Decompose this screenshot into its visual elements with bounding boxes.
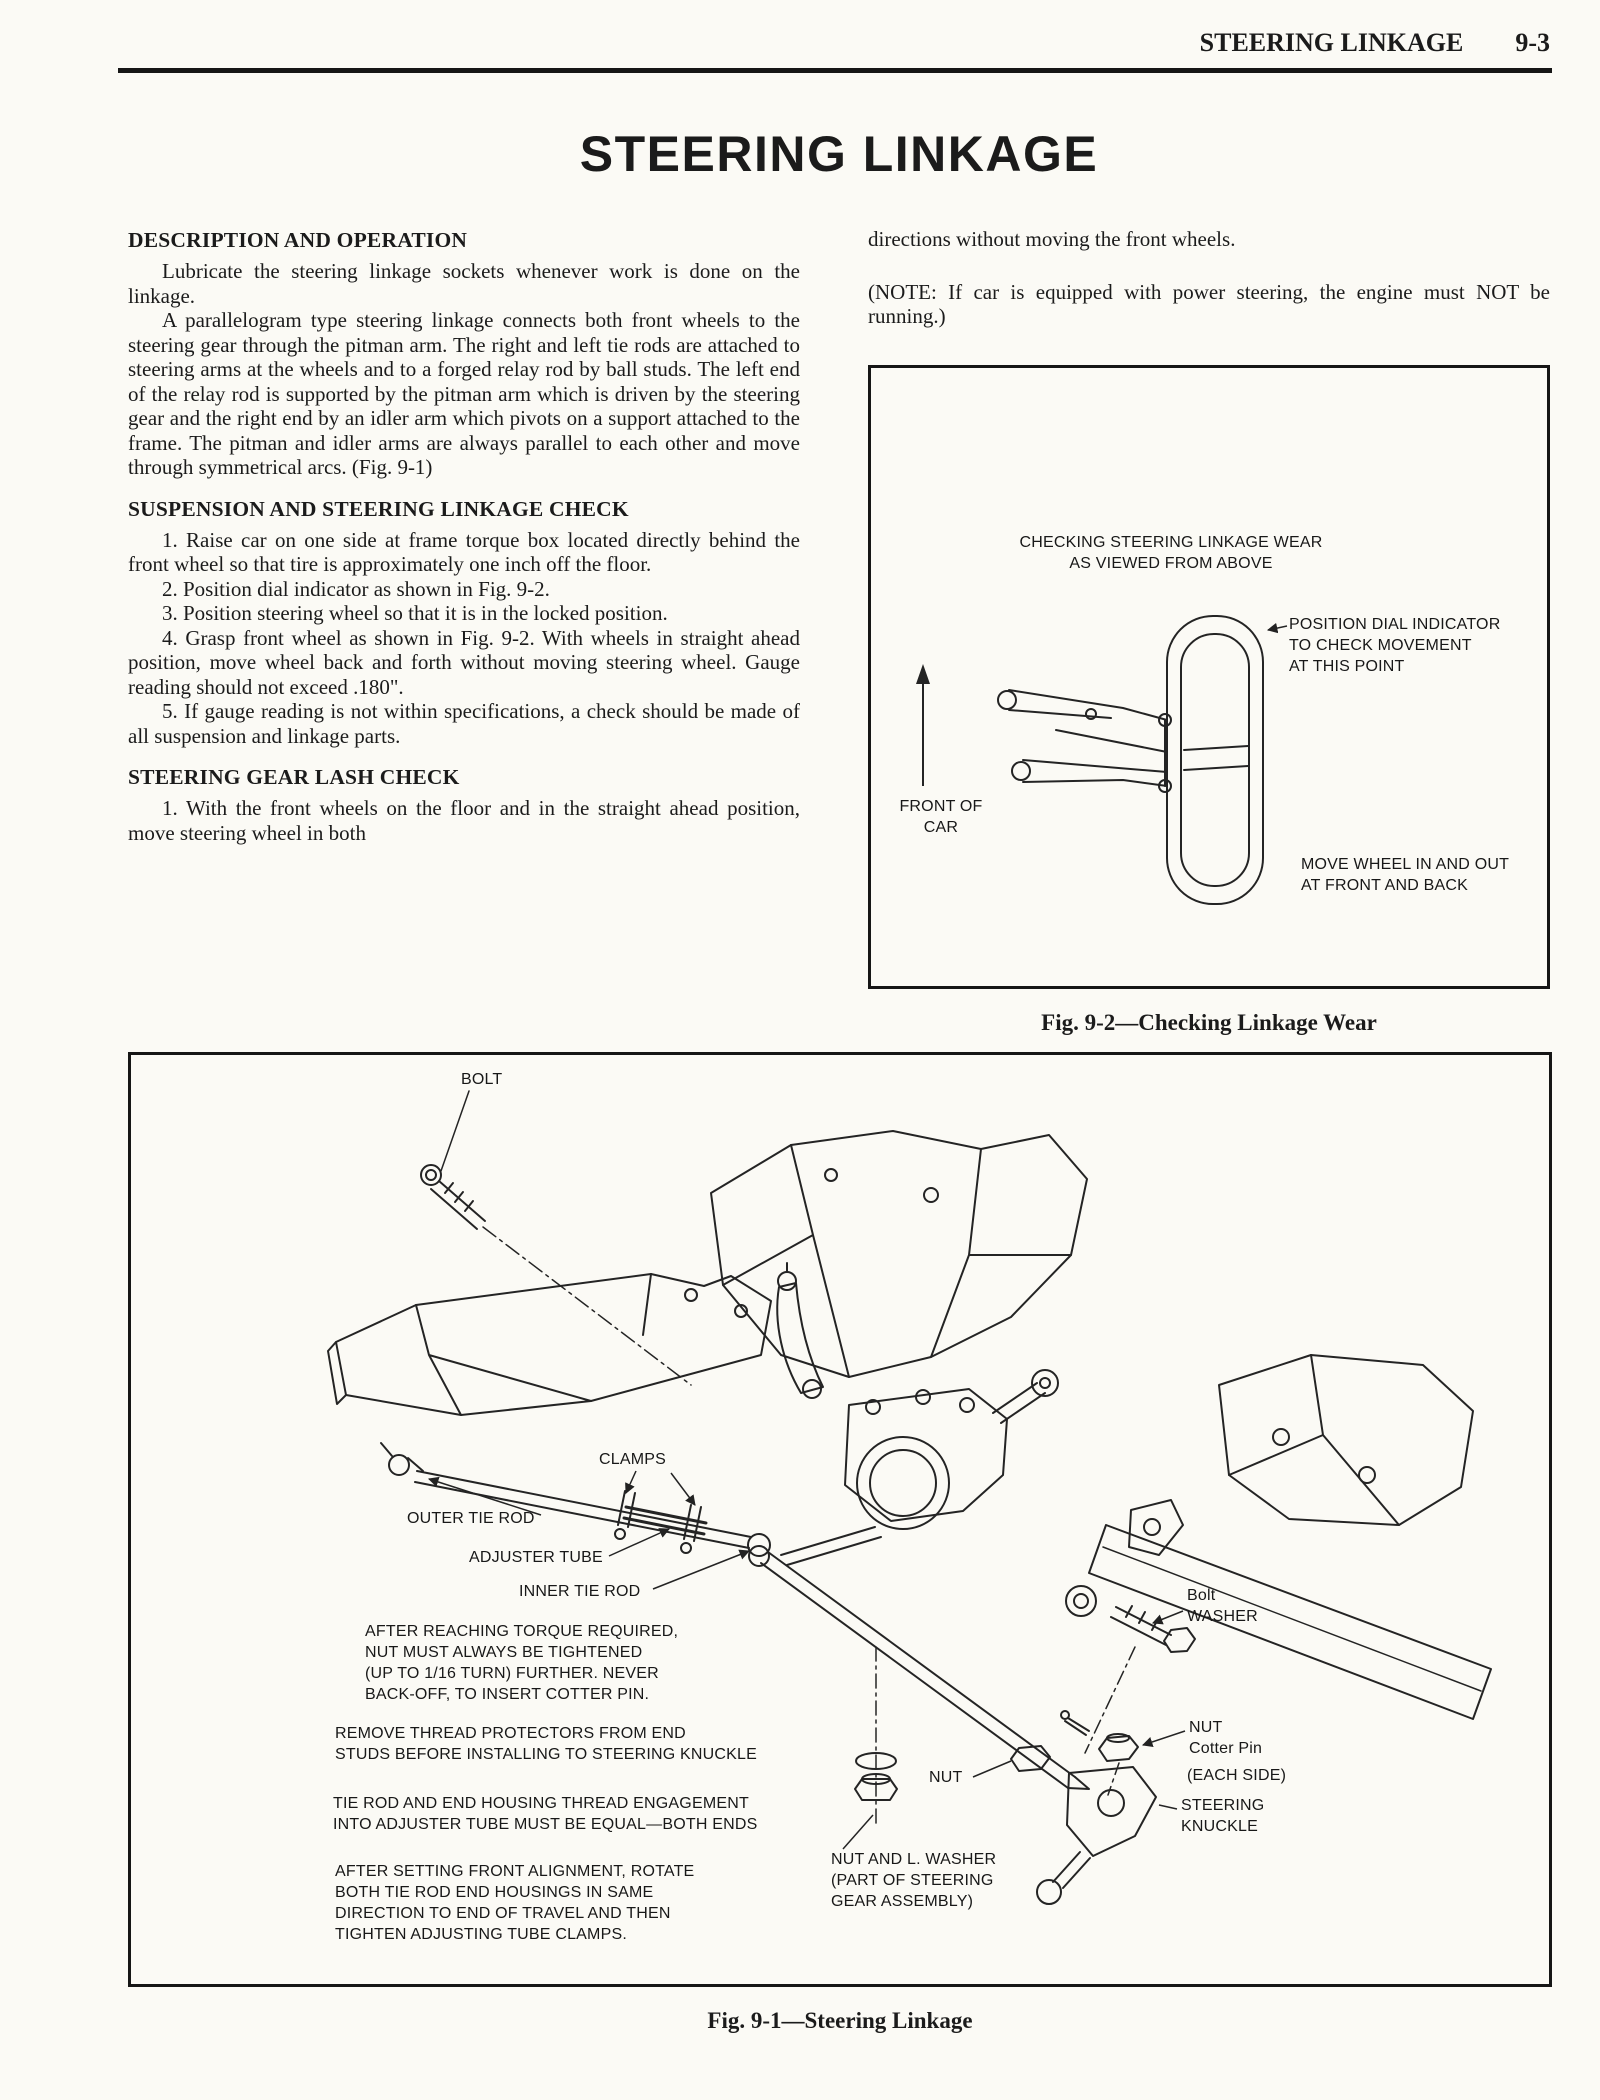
step-paragraph: 1. With the front wheels on the floor an… [128, 796, 800, 845]
step-paragraph: 3. Position steering wheel so that it is… [162, 601, 668, 625]
figure-9-1: BOLT CLAMPS OUTER TIE ROD ADJUSTER TUBE … [128, 1052, 1552, 2035]
page-number: 9-3 [1515, 28, 1550, 57]
running-header-title: STEERING LINKAGE [1199, 28, 1464, 57]
fig1-note-front-alignment: AFTER SETTING FRONT ALIGNMENT, ROTATE BO… [335, 1863, 695, 1944]
fig-9-1-leader-lines [428, 1470, 1186, 1850]
fig1-label-nut-and-washer: NUT AND L. WASHER (PART OF STEERING GEAR… [831, 1851, 997, 1911]
continuation-paragraph: directions without moving the front whee… [868, 227, 1236, 251]
section-description-operation: DESCRIPTION AND OPERATION Lubricate the … [128, 227, 800, 480]
section-heading: STEERING GEAR LASH CHECK [128, 765, 460, 789]
section-steering-gear-lash-check: STEERING GEAR LASH CHECK 1. With the fro… [128, 764, 800, 845]
wheel-top-view-drawing [997, 614, 1264, 905]
note-paragraph: (NOTE: If car is equipped with power ste… [868, 279, 1550, 329]
step-paragraph: 2. Position dial indicator as shown in F… [162, 576, 550, 601]
fig1-label-steering-knuckle: STEERING KNUCKLE [1181, 1797, 1265, 1836]
step-paragraph: 1. Raise car on one side at frame torque… [128, 527, 800, 577]
fig1-label-nut-cotter-pin: NUT Cotter Pin [1189, 1719, 1263, 1758]
fig2-label-dial-indicator: POSITION DIAL INDICATOR TO CHECK MOVEMEN… [1289, 615, 1501, 675]
dial-indicator-arrow [1266, 622, 1288, 633]
right-column: directions without moving the front whee… [868, 227, 1550, 1036]
fig-9-1-line-art [327, 1090, 1492, 1906]
fig1-label-adjuster-tube: ADJUSTER TUBE [469, 1549, 603, 1567]
fig2-caption: Fig. 9-2—Checking Linkage Wear [1041, 1009, 1377, 1035]
fig2-label-move-wheel: MOVE WHEEL IN AND OUT AT FRONT AND BACK [1301, 855, 1510, 894]
fig1-label-bolt-washer: Bolt WASHER [1187, 1587, 1258, 1626]
fig1-label-each-side: (EACH SIDE) [1187, 1767, 1287, 1785]
steering-linkage-exploded-drawing [327, 1090, 1492, 1906]
fig1-label-outer-tie-rod: OUTER TIE ROD [407, 1510, 535, 1528]
fig1-caption: Fig. 9-1—Steering Linkage [707, 2008, 973, 2034]
fig-9-2-line-art [916, 614, 1288, 905]
page-header: STEERING LINKAGE 9-3 [0, 0, 1600, 56]
figure-9-2: CHECKING STEERING LINKAGE WEAR AS VIEWED… [868, 364, 1550, 1037]
fig1-label-bolt: BOLT [461, 1071, 503, 1089]
step-paragraph: 4. Grasp front wheel as shown in Fig. 9-… [128, 625, 800, 699]
paragraph: Lubricate the steering linkage sockets w… [128, 259, 800, 308]
section-heading: DESCRIPTION AND OPERATION [128, 228, 468, 252]
fig1-note-thread-protectors: REMOVE THREAD PROTECTORS FROM END STUDS … [335, 1725, 758, 1764]
fig1-label-nut: NUT [929, 1769, 963, 1787]
fig2-label-front-of-car: FRONT OF CAR [899, 797, 983, 836]
left-column: DESCRIPTION AND OPERATION Lubricate the … [128, 227, 800, 1036]
figure-9-1-box: BOLT CLAMPS OUTER TIE ROD ADJUSTER TUBE … [128, 1052, 1552, 1988]
fig1-note-thread-engagement: TIE ROD AND END HOUSING THREAD ENGAGEMEN… [333, 1795, 758, 1834]
text-columns: DESCRIPTION AND OPERATION Lubricate the … [128, 227, 1550, 1036]
figure-9-2-box: CHECKING STEERING LINKAGE WEAR AS VIEWED… [868, 364, 1550, 989]
header-rule [118, 68, 1552, 73]
page-title: STEERING LINKAGE [579, 126, 1099, 182]
fig-9-2-arrows [916, 622, 1288, 786]
fig1-note-torque: AFTER REACHING TORQUE REQUIRED, NUT MUST… [365, 1623, 679, 1704]
fig2-label-checking-wear: CHECKING STEERING LINKAGE WEAR AS VIEWED… [1019, 533, 1323, 572]
section-heading: SUSPENSION AND STEERING LINKAGE CHECK [128, 496, 629, 521]
fig1-label-clamps: CLAMPS [599, 1451, 666, 1469]
section-suspension-linkage-check: SUSPENSION AND STEERING LINKAGE CHECK 1.… [128, 496, 800, 749]
step-paragraph: 5. If gauge reading is not within specif… [128, 699, 800, 748]
paragraph: A parallelogram type steering linkage co… [128, 308, 800, 479]
fig1-label-inner-tie-rod: INNER TIE ROD [519, 1583, 641, 1601]
